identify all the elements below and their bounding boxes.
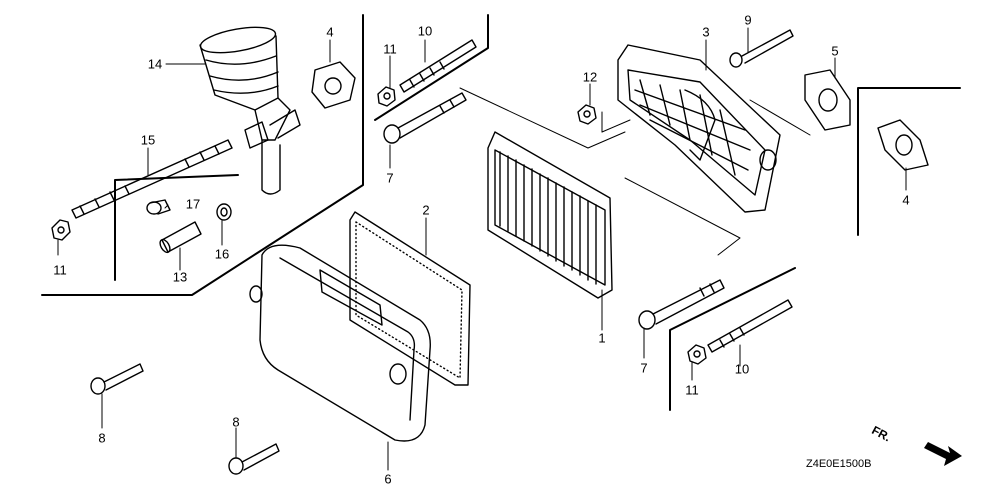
nut-12 — [577, 104, 597, 125]
callout-6: 6 — [384, 471, 392, 487]
callout-11-upper: 11 — [383, 41, 397, 57]
gasket-5 — [804, 69, 851, 131]
callout-16: 16 — [214, 246, 230, 262]
callout-2: 2 — [422, 202, 430, 218]
group-separator-lines — [41, 14, 961, 411]
gasket-4 — [311, 61, 356, 109]
callout-12: 12 — [582, 69, 598, 85]
nut-11-lower — [687, 344, 707, 365]
callout-8-bottom: 8 — [232, 414, 240, 430]
callout-7-lower: 7 — [640, 360, 648, 376]
foam-element-2 — [349, 211, 471, 386]
callout-17: 17 — [185, 196, 201, 212]
callout-1: 1 — [598, 330, 606, 346]
callout-4: 4 — [326, 24, 334, 40]
air-filter-element-1 — [487, 131, 613, 299]
callout-9: 9 — [744, 12, 752, 28]
leader-lines — [329, 39, 811, 256]
callout-10-upper: 10 — [417, 23, 433, 39]
front-arrow-icon — [924, 442, 962, 466]
screw-8-left — [90, 363, 144, 395]
washer-16 — [216, 203, 232, 221]
nut-11-left — [51, 219, 71, 241]
callout-11-lower: 11 — [685, 382, 699, 398]
stud-15 — [71, 139, 233, 219]
bolt-10-upper — [399, 39, 477, 93]
callout-10-lower: 10 — [734, 361, 750, 377]
bolt-9 — [729, 29, 794, 68]
air-cleaner-cover-6 — [249, 244, 431, 442]
callout-3: 3 — [702, 24, 710, 40]
callout-8-left: 8 — [98, 430, 106, 446]
bolt-7-lower — [638, 279, 725, 330]
pipe-13 — [159, 221, 202, 254]
callout-14: 14 — [147, 56, 163, 72]
bolt-7-upper — [383, 92, 467, 144]
callout-7-upper: 7 — [386, 170, 394, 186]
diagram-code: Z4E0E1500B — [806, 458, 872, 470]
callout-13: 13 — [172, 269, 188, 285]
callout-5: 5 — [831, 43, 839, 59]
callout-15: 15 — [140, 132, 156, 148]
gasket-4-right — [877, 119, 929, 171]
callout-4-right: 4 — [902, 192, 910, 208]
bolt-10-lower — [707, 299, 793, 353]
air-cleaner-case-3 — [617, 44, 781, 213]
callout-11-left: 11 — [53, 262, 67, 278]
intake-elbow-14 — [199, 26, 301, 195]
callout-leaders — [57, 27, 907, 471]
nut-11-upper — [377, 86, 396, 107]
